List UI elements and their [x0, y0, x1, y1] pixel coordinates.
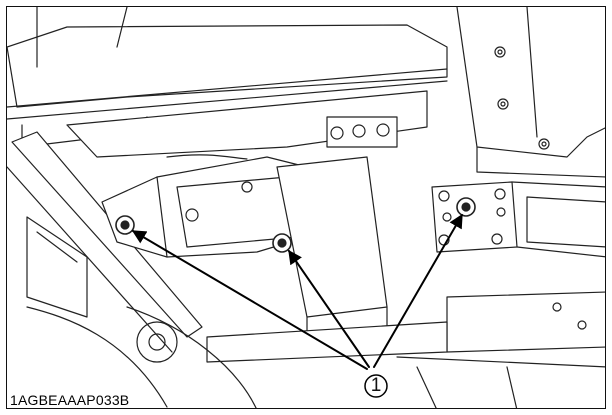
bolt-3 — [456, 197, 476, 217]
center-bracket — [276, 156, 388, 348]
bolt-2 — [272, 233, 292, 253]
leader-line-2 — [288, 249, 370, 368]
transmission-housing — [101, 154, 308, 258]
figure-code: 1AGBEAAAP033B — [9, 391, 132, 408]
mounting-plate — [431, 181, 605, 258]
right-panel — [326, 7, 605, 178]
leader-line-3 — [373, 213, 463, 368]
diagonal-strut — [7, 131, 203, 353]
leader-line-1 — [131, 230, 368, 370]
frame-rails — [7, 7, 448, 158]
figure-frame: 1 1AGBEAAAP033B — [6, 6, 606, 409]
lower-frame — [26, 291, 605, 408]
callout-label: 1 — [370, 375, 382, 396]
leader-lines — [131, 213, 463, 370]
bolt-1 — [115, 215, 135, 235]
callout-circle — [364, 374, 388, 398]
underbody-line-drawing — [7, 7, 605, 408]
